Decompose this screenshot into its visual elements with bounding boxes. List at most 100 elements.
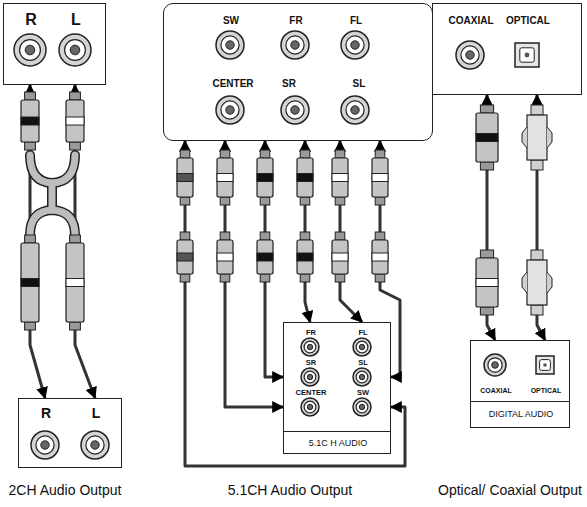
- cable-joint: [30, 155, 75, 183]
- rca-plug: [297, 150, 313, 205]
- jack-panel: FRFLSRSLCENTERSW5.1C H AUDIO: [283, 322, 391, 454]
- rca-jack-ring: [346, 36, 364, 54]
- rca-jack: [301, 368, 319, 386]
- optical-jack-port: [540, 360, 551, 371]
- panel-divider: [284, 431, 390, 432]
- jack-panel: COAXIAL OPTICAL DIGITAL AUDIO: [470, 340, 570, 428]
- rca-jack: [353, 338, 371, 356]
- rca-jack-pin: [41, 441, 49, 449]
- caption: Optical/ Coaxial Output: [438, 483, 582, 497]
- jack-label: FL: [350, 16, 362, 26]
- rca-jack: [216, 96, 244, 124]
- jack-panel: RL: [18, 398, 122, 468]
- cable-joint-outline: [30, 210, 75, 235]
- panel-divider: [471, 401, 569, 402]
- jack-label: SW: [357, 389, 369, 397]
- rca-plug: [476, 250, 498, 315]
- rca-jack-pin: [307, 404, 312, 409]
- jack-label: SR: [306, 359, 316, 367]
- rca-plug: [332, 232, 348, 282]
- rca-jack-pin: [25, 45, 35, 55]
- rca-jack: [353, 368, 371, 386]
- jack-label: COAXIAL: [480, 387, 512, 394]
- rca-jack-pin: [359, 404, 364, 409]
- rca-jack-ring: [356, 401, 368, 413]
- rca-jack-pin: [359, 344, 364, 349]
- rca-plug: [257, 150, 273, 205]
- jack-label: SW: [223, 16, 239, 26]
- rca-plug: [476, 105, 498, 170]
- cable-joint: [30, 210, 75, 235]
- jack-panel: SW FR FL CENTER SR SL: [163, 3, 433, 141]
- rca-plug: [21, 92, 39, 150]
- rca-jack-ring: [286, 36, 304, 54]
- rca-jack-pin: [226, 41, 234, 49]
- rca-jack: [301, 338, 319, 356]
- rca-jack-ring: [356, 371, 368, 383]
- rca-plug: [257, 232, 273, 282]
- rca-jack: [301, 398, 319, 416]
- jack-label: L: [71, 12, 81, 28]
- rca-jack-ring: [488, 358, 502, 372]
- jack-label: R: [41, 406, 51, 420]
- rca-jack-ring: [304, 341, 316, 353]
- optical-jack-core: [543, 363, 547, 367]
- rca-plug: [177, 150, 193, 205]
- optical-jack: [536, 356, 554, 374]
- jack-label: SL: [358, 359, 368, 367]
- rca-jack: [81, 431, 109, 459]
- rca-jack: [281, 96, 309, 124]
- optical-jack-core: [525, 53, 530, 58]
- jack-label: R: [25, 12, 37, 28]
- rca-jack-ring: [65, 40, 86, 61]
- rca-jack-ring: [86, 436, 104, 454]
- rca-jack-ring: [346, 101, 364, 119]
- jack-label: FR: [289, 16, 302, 26]
- panel-title: DIGITAL AUDIO: [489, 410, 554, 419]
- jack-label: COAXIAL: [449, 16, 494, 26]
- rca-jack-pin: [307, 374, 312, 379]
- jack-label: OPTICAL: [531, 387, 562, 394]
- jack-label: SL: [353, 79, 366, 89]
- rca-plug: [217, 150, 233, 205]
- optical-jack-port: [520, 48, 534, 62]
- rca-jack: [456, 41, 484, 69]
- rca-jack-ring: [221, 101, 239, 119]
- rca-jack-pin: [291, 106, 299, 114]
- rca-jack: [59, 34, 91, 66]
- rca-jack-pin: [307, 344, 312, 349]
- rca-jack-ring: [286, 101, 304, 119]
- rca-plug: [372, 232, 388, 282]
- rca-jack-ring: [461, 46, 479, 64]
- rca-jack-pin: [70, 45, 80, 55]
- rca-jack-ring: [221, 36, 239, 54]
- jack-label: CENTER: [212, 79, 253, 89]
- rca-jack: [484, 354, 506, 376]
- rca-jack-ring: [356, 341, 368, 353]
- jack-label: L: [92, 406, 101, 420]
- rca-jack: [14, 34, 46, 66]
- rca-jack-pin: [351, 41, 359, 49]
- rca-plug: [66, 235, 84, 330]
- rca-plug: [217, 232, 233, 282]
- jack-label: OPTICAL: [506, 16, 550, 26]
- cable-joint: [49, 183, 56, 210]
- rca-jack-ring: [36, 436, 54, 454]
- optical-jack: [515, 43, 539, 67]
- rca-jack-ring: [304, 401, 316, 413]
- rca-plug: [177, 232, 193, 282]
- cable-wire: [225, 141, 283, 407]
- rca-jack: [353, 398, 371, 416]
- jack-panel: RL: [3, 3, 106, 85]
- rca-jack: [31, 431, 59, 459]
- rca-jack: [281, 31, 309, 59]
- rca-jack-pin: [226, 106, 234, 114]
- caption: 5.1CH Audio Output: [228, 483, 353, 497]
- jack-label: CENTER: [296, 389, 327, 397]
- jack-label: FR: [306, 329, 316, 337]
- jack-label: SR: [282, 79, 296, 89]
- rca-plug: [21, 235, 39, 330]
- rca-jack: [216, 31, 244, 59]
- rca-jack-pin: [351, 106, 359, 114]
